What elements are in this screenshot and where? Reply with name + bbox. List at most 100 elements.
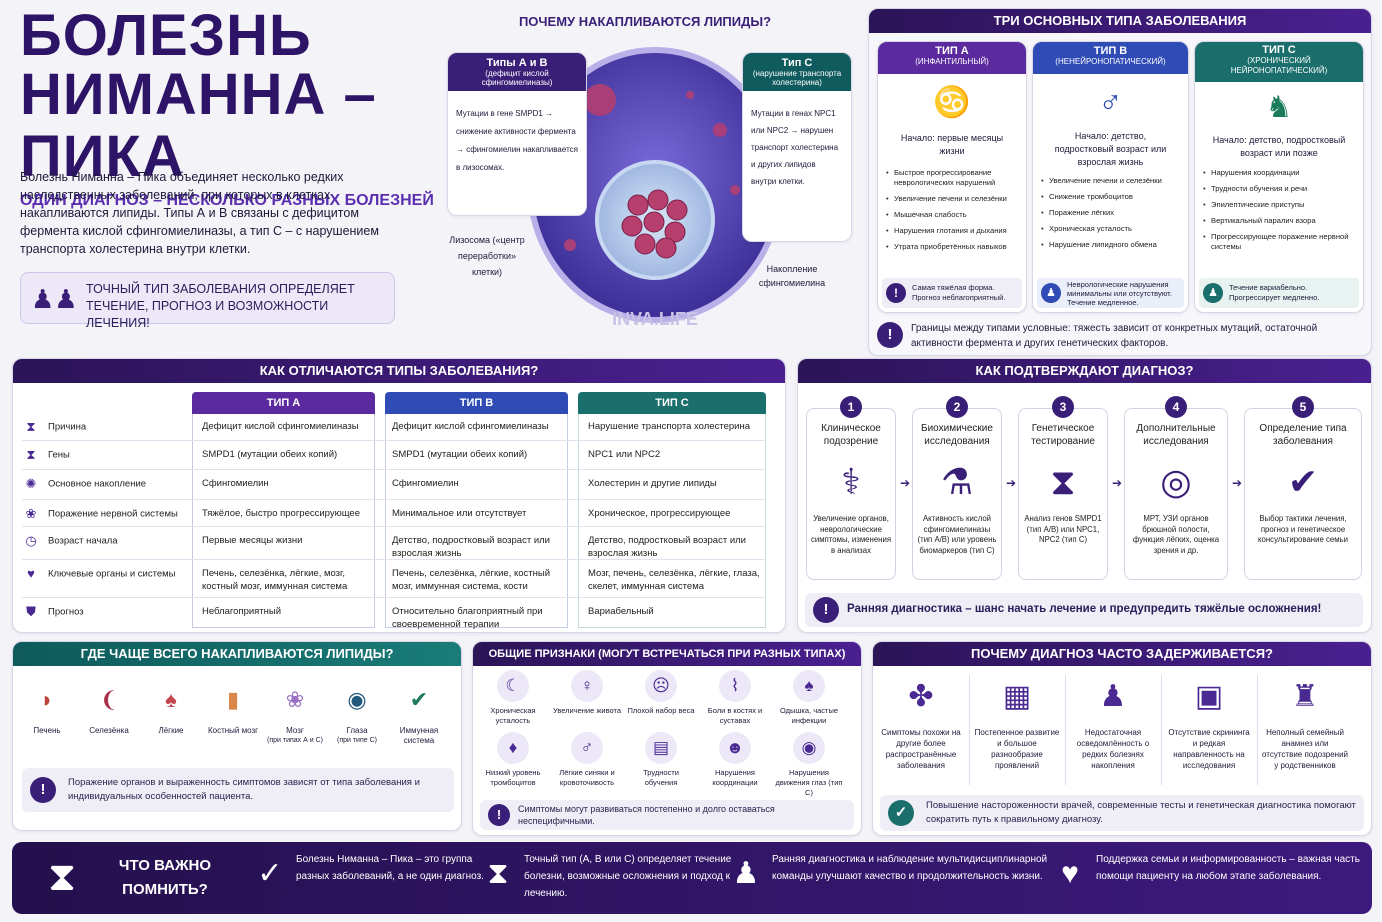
type-b-name: ТИП В [1093, 45, 1128, 57]
arrow-icon: ➔ [1232, 476, 1243, 490]
type-a-foot: ! Самая тяжёлая форма. Прогноз неблагопр… [882, 278, 1022, 308]
cell-left-label: Типы А и В [486, 57, 548, 69]
warning-icon: ! [877, 322, 903, 348]
cell-right-box: Тип С (нарушение транспорта холестерина)… [742, 52, 852, 242]
family-icon: ♜ [1291, 680, 1319, 713]
row-divider [22, 440, 766, 441]
step-title: Клиническое подозрение [821, 423, 881, 447]
row-label-text: Прогноз [48, 606, 84, 618]
table-cell-c: Холестерин и другие липиды [588, 478, 717, 489]
arrow-icon: ➔ [1112, 476, 1123, 490]
blood-drop-icon: ♦ [497, 732, 529, 764]
type-a-item: Мышечная слабость [886, 210, 1018, 220]
col-box-a [192, 414, 375, 628]
type-c-foot-text: Течение вариабельно. Прогрессирует медле… [1229, 283, 1320, 302]
symptom-item: ⌇Боли в костях и суставах [700, 670, 770, 726]
bottom-bar [12, 842, 1372, 914]
type-b-card: ТИП В (НЕНЕЙРОНОПАТИЧЕСКИЙ) ♂ Начало: де… [1032, 41, 1189, 313]
mri-icon: ◎ [1160, 461, 1192, 502]
row-label: ⧗Гены [22, 446, 69, 464]
table-cell-a: SMPD1 (мутации обеих копий) [202, 449, 338, 460]
symptom-item: ◉Нарушения движения глаз (тип С) [774, 732, 844, 798]
symptom-item: ♦ Низкий уровень тромбоцитов [478, 732, 548, 788]
warning-icon: ! [886, 283, 906, 303]
table-cell-c: Вариабельный [588, 606, 654, 617]
row-label-text: Возраст начала [48, 535, 118, 547]
symptoms-title: ОБЩИЕ ПРИЗНАКИ (МОГУТ ВСТРЕЧАТЬСЯ ПРИ РА… [473, 642, 861, 666]
person-icon: ♂ [571, 732, 603, 764]
col-box-b [385, 414, 568, 628]
puzzle-icon: ✤ [908, 680, 934, 713]
type-a-foot-text: Самая тяжёлая форма. Прогноз неблагоприя… [912, 283, 1006, 302]
cell-section-title: ПОЧЕМУ НАКАПЛИВАЮТСЯ ЛИПИДЫ? [518, 14, 772, 29]
table-cell-c: Детство, подростковый возраст или взросл… [588, 535, 746, 559]
clock-icon: ◷ [25, 533, 37, 548]
delay-text: Отсутствие скрининга и редкая направленн… [1168, 728, 1250, 770]
calendar-icon: ▦ [1002, 680, 1032, 713]
type-a-name: ТИП А [935, 45, 969, 57]
type-c-item: Трудности обучения и речи [1203, 184, 1355, 194]
step-number: 4 [1165, 396, 1187, 418]
walking-person-icon: ♞ [1265, 91, 1293, 124]
divider [1065, 675, 1066, 785]
type-b-onset: Начало: детство, подростковый возраст ил… [1054, 131, 1167, 167]
bottom-item-text: Ранняя диагностика и наблюдение мультиди… [772, 854, 1048, 882]
divider [1161, 675, 1162, 785]
brain-icon: ❀ [285, 687, 305, 712]
delay-reason: ▣ Отсутствие скрининга и редкая направлен… [1165, 675, 1253, 771]
shield-icon: ✔ [409, 687, 429, 712]
brain-icon: ❀ [25, 506, 37, 521]
type-c-sub: (ХРОНИЧЕСКИЙ НЕЙРОНОПАТИЧЕСКИЙ) [1230, 56, 1328, 75]
warning-icon: ! [813, 597, 839, 623]
organ-item: ◉Глаза(при типе С) [326, 676, 388, 746]
symptom-item: ☻Нарушения координации [700, 732, 770, 788]
page-title-line1: БОЛЕЗНЬ [20, 3, 312, 68]
row-divider [22, 597, 766, 598]
delay-reason: ✤Симптомы похожи на другие более распрос… [877, 675, 965, 771]
step-desc: Увеличение органов, неврологические симп… [810, 514, 892, 555]
step-number: 2 [946, 396, 968, 418]
table-cell-b: Минимальное или отсутствует [392, 508, 527, 519]
delay-reason: ♜Неполный семейный анамнез или отсутстви… [1261, 675, 1349, 771]
symptom-text: Плохой набор веса [627, 706, 695, 715]
row-label-text: Поражение нервной системы [48, 508, 178, 520]
table-cell-c: Мозг, печень, селезёнка, лёгкие, глаза, … [588, 568, 760, 592]
arrow-icon: ➔ [900, 476, 911, 490]
symptom-text: Нарушения координации [712, 768, 758, 787]
clipboard-icon: ▣ [1194, 680, 1224, 713]
sphingomyelin-particles [621, 189, 688, 259]
three-types-note: ! Границы между типами условные: тяжесть… [877, 319, 1365, 351]
stethoscope-icon: ⚕ [841, 461, 861, 502]
organ-sub: (при типе С) [336, 737, 377, 744]
organ-sub: (при типах А и С) [267, 737, 323, 744]
symptom-text: Боли в костях и суставах [707, 706, 763, 725]
warning-icon: ! [30, 777, 56, 803]
gene-icon: ⧗ [26, 447, 36, 462]
diagnosis-title: КАК ПОДТВЕРЖДАЮТ ДИАГНОЗ? [798, 359, 1371, 383]
organs-icon: ♥ [27, 566, 35, 581]
person-standing-icon: ♂ [1098, 84, 1123, 120]
moon-icon: ☾ [497, 670, 529, 702]
organ-name: Селезёнка [89, 726, 129, 735]
type-b-item: Нарушение липидного обмена [1041, 240, 1180, 250]
check-icon: ✓ [888, 800, 914, 826]
type-c-name: ТИП С [1262, 44, 1296, 56]
symptom-item: ♀Увеличение живота [552, 670, 622, 716]
delay-reason: ▦Постепенное развитие и большое разнообр… [973, 675, 1061, 771]
book-icon: ▤ [645, 732, 677, 764]
test-tube-icon: ⚗ [940, 461, 974, 502]
eye-icon: ◉ [347, 687, 367, 712]
symptom-text: Низкий уровень тромбоцитов [485, 768, 541, 787]
shield-icon: ⛊ [26, 604, 36, 619]
cell-icon: ✺ [25, 476, 37, 491]
diagnosis-note-text: Ранняя диагностика – шанс начать лечение… [847, 603, 1322, 615]
type-c-item: Прогрессирующее поражение нервной систем… [1203, 232, 1355, 252]
table-cell-b: Печень, селезёнка, лёгкие, костный мозг,… [392, 568, 550, 592]
step-title: Дополнительные исследования [1136, 423, 1216, 447]
organ-item: ◗Печень [16, 676, 78, 736]
col-header-type-b: ТИП В [385, 392, 568, 414]
organ-name: Печень [33, 726, 61, 735]
lysosome-label: Лизосома («центр переработки» клетки) [449, 235, 525, 277]
